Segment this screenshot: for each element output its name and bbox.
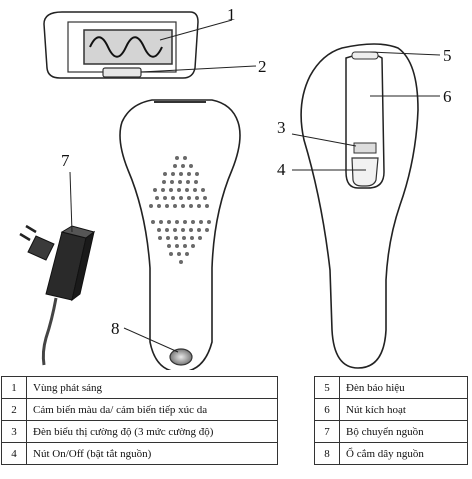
legend-label: Nút kích hoạt xyxy=(339,398,468,421)
intensity-indicator xyxy=(353,142,377,154)
legend-number: 4 xyxy=(1,442,27,465)
legend-gap xyxy=(277,442,315,465)
device-front xyxy=(119,99,241,370)
skin-sensor xyxy=(102,67,142,78)
legend-number: 7 xyxy=(314,420,340,443)
callout-3: 3 xyxy=(277,118,286,137)
vent-dots xyxy=(149,156,211,264)
leader-lines xyxy=(69,19,441,353)
legend-label: Ổ cắm dây nguồn xyxy=(339,442,468,465)
status-light xyxy=(351,51,379,60)
power-socket xyxy=(169,348,193,366)
power-button xyxy=(351,157,379,187)
callout-6: 6 xyxy=(443,87,452,106)
device-side xyxy=(300,43,419,369)
legend-number: 6 xyxy=(314,398,340,421)
callout-5: 5 xyxy=(443,46,452,65)
legend-number: 3 xyxy=(1,420,27,443)
legend-number: 1 xyxy=(1,376,27,399)
legend-label: Đèn biểu thị cường độ (3 mức cường độ) xyxy=(26,420,278,443)
legend-label: Đèn báo hiệu xyxy=(339,376,468,399)
legend-label: Cảm biến màu da/ cảm biến tiếp xúc da xyxy=(26,398,278,421)
power-adapter xyxy=(19,224,96,366)
legend-label: Nút On/Off (bật tắt nguồn) xyxy=(26,442,278,465)
callout-4: 4 xyxy=(277,160,286,179)
callout-8: 8 xyxy=(111,319,120,338)
light-window xyxy=(83,29,173,65)
legend-label: Vùng phát sáng xyxy=(26,376,278,399)
legend-label: Bộ chuyển nguồn xyxy=(339,420,468,443)
callout-7: 7 xyxy=(61,151,70,170)
callout-1: 1 xyxy=(227,5,236,24)
legend-number: 2 xyxy=(1,398,27,421)
window-view xyxy=(43,11,199,79)
legend-gap xyxy=(277,398,315,421)
device-diagram: 1 2 3 4 5 6 7 8 xyxy=(19,5,452,370)
legend-number: 8 xyxy=(314,442,340,465)
legend-gap xyxy=(277,376,315,399)
callout-2: 2 xyxy=(258,57,267,76)
legend-number: 5 xyxy=(314,376,340,399)
callout-numbers: 1 2 3 4 5 6 7 8 xyxy=(61,5,452,338)
legend-gap xyxy=(277,420,315,443)
